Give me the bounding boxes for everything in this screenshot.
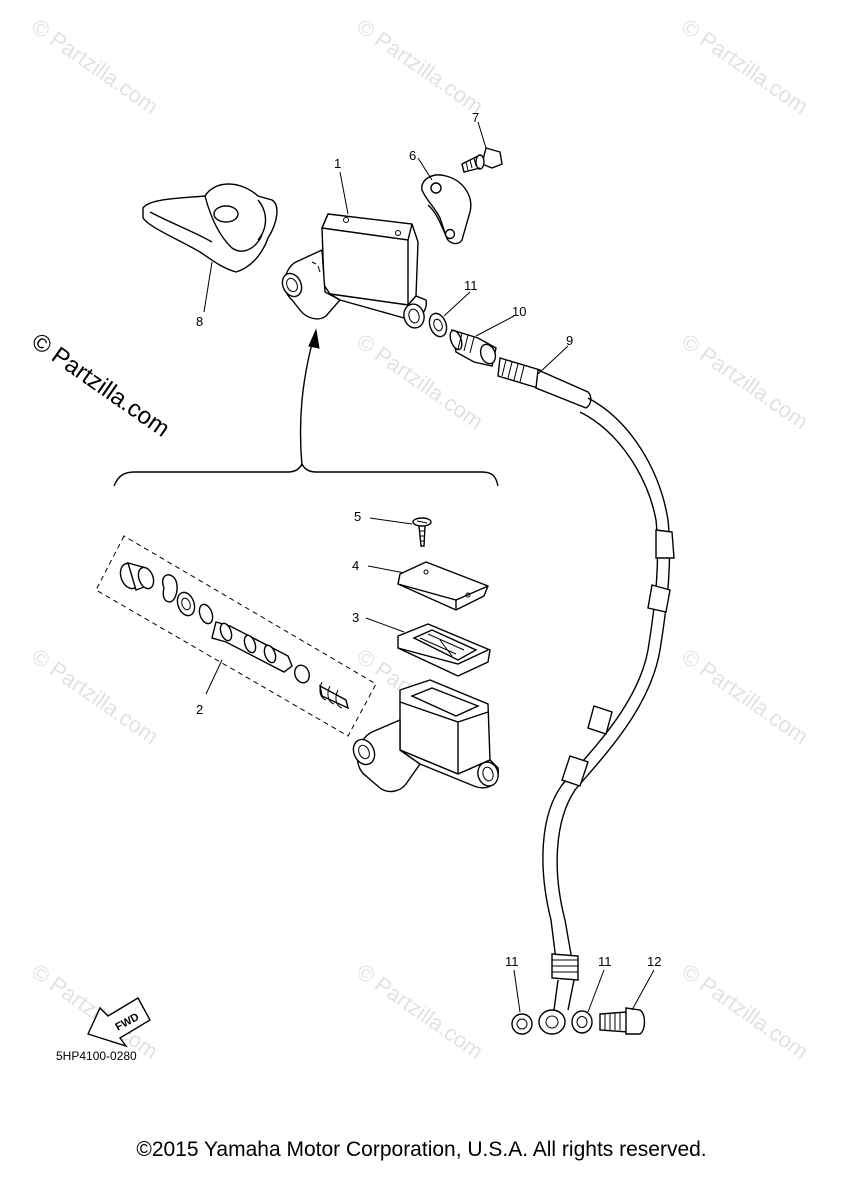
master-cylinder <box>281 213 427 329</box>
screw <box>412 517 432 547</box>
holder-clamp <box>421 174 472 245</box>
watermark: © Partzilla.com <box>677 14 813 120</box>
callout-11: 11 <box>464 278 478 293</box>
callout-11: 11 <box>598 954 612 969</box>
watermark: © Partzilla.com <box>677 959 813 1065</box>
watermark: © Partzilla.com <box>352 959 488 1065</box>
copyright-notice: ©2015 Yamaha Motor Corporation, U.S.A. A… <box>136 1138 707 1161</box>
lever-cover <box>142 183 278 273</box>
diaphragm <box>397 623 491 677</box>
callout-6: 6 <box>409 148 416 163</box>
callout-8: 8 <box>196 314 203 329</box>
master-cylinder-body <box>352 679 499 793</box>
watermark: © Partzilla.com <box>352 14 488 120</box>
callout-labels: 1 2 3 4 5 6 7 8 9 10 11 11 11 12 <box>196 110 661 969</box>
callout-9: 9 <box>566 333 573 348</box>
callout-leaders <box>203 121 655 1013</box>
brake-hose <box>497 357 675 1035</box>
copper-washer <box>511 1013 533 1035</box>
reservoir-cap <box>397 561 489 611</box>
copper-washer <box>428 312 448 338</box>
piston-kit <box>95 535 377 737</box>
callout-3: 3 <box>352 610 359 625</box>
watermark-dark: © Partzilla.com <box>27 328 175 443</box>
callout-7: 7 <box>472 110 479 125</box>
exploded-view-bracket <box>113 328 499 487</box>
watermark: © Partzilla.com <box>677 329 813 435</box>
watermark: © Partzilla.com <box>27 14 163 120</box>
watermark: © Partzilla.com <box>27 644 163 750</box>
fwd-arrow-icon: FWD <box>87 997 151 1048</box>
callout-11: 11 <box>505 954 519 969</box>
union-bolt <box>599 1007 646 1035</box>
bolt <box>461 147 503 173</box>
callout-4: 4 <box>352 558 359 573</box>
callout-1: 1 <box>334 156 341 171</box>
union-bolt <box>449 328 497 367</box>
callout-12: 12 <box>647 954 661 969</box>
callout-5: 5 <box>354 509 361 524</box>
copper-washer <box>571 1010 593 1034</box>
watermark: © Partzilla.com <box>677 644 813 750</box>
callout-2: 2 <box>196 702 203 717</box>
diagram-part-number: 5HP4100-0280 <box>56 1049 137 1063</box>
callout-10: 10 <box>512 304 526 319</box>
